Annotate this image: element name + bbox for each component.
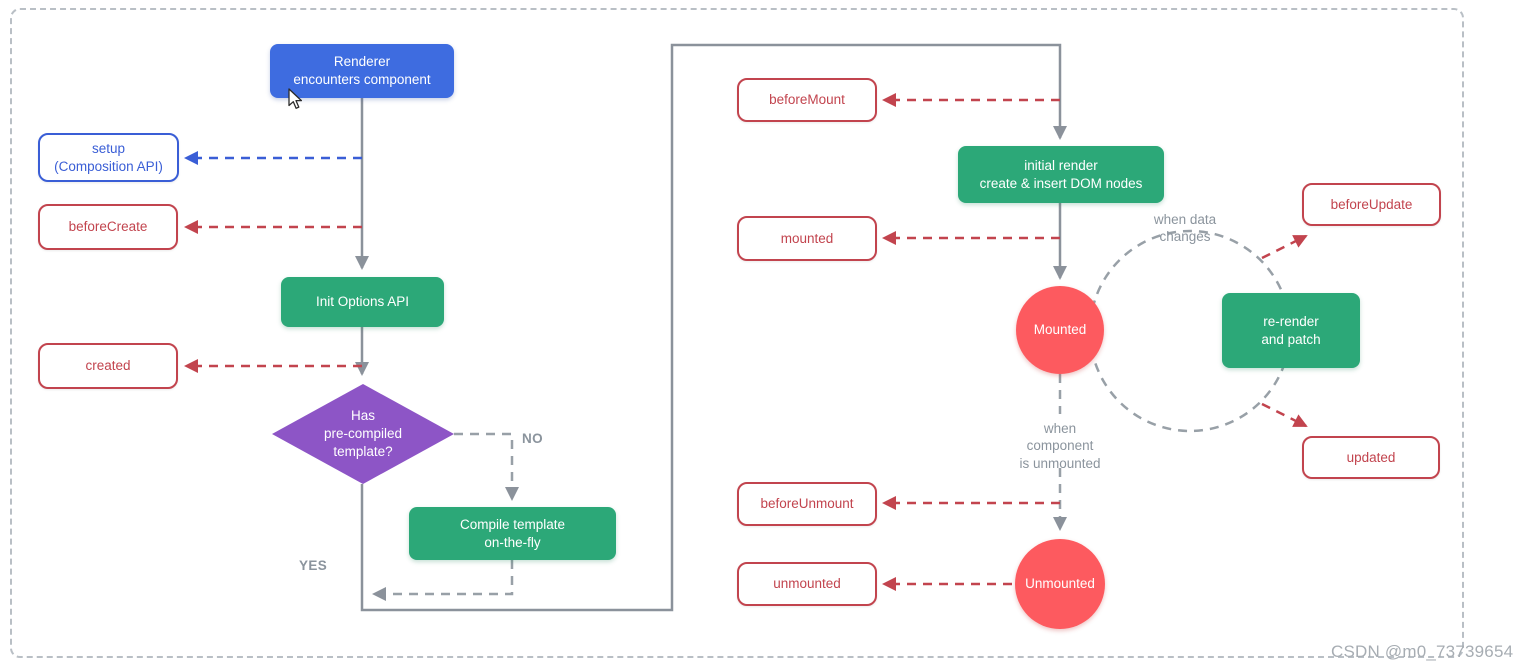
mounted-state-circle: Mounted: [1016, 286, 1104, 374]
no-branch-label: NO: [522, 431, 544, 446]
unmounted-state-circle: Unmounted: [1015, 539, 1105, 629]
mounted-hook-node: mounted: [737, 216, 877, 261]
setup-hook-node: setup (Composition API): [38, 133, 179, 182]
renderer-node: Renderer encounters component: [270, 44, 454, 98]
mouse-cursor-icon: [288, 88, 303, 109]
init-options-api-node: Init Options API: [281, 277, 444, 327]
re-render-patch-node: re-render and patch: [1222, 293, 1360, 368]
created-hook-node: created: [38, 343, 178, 389]
when-component-unmounted-label: when component is unmounted: [1019, 421, 1101, 471]
unmounted-hook-node: unmounted: [737, 562, 877, 606]
before-mount-hook-node: beforeMount: [737, 78, 877, 122]
when-data-changes-label: when data changes: [1153, 212, 1217, 245]
before-update-hook-node: beforeUpdate: [1302, 183, 1441, 226]
yes-branch-label: YES: [299, 558, 328, 573]
compile-template-node: Compile template on-the-fly: [409, 507, 616, 560]
dashed-page-border: [10, 8, 1464, 658]
before-create-hook-node: beforeCreate: [38, 204, 178, 250]
before-unmount-hook-node: beforeUnmount: [737, 482, 877, 526]
csdn-watermark: CSDN @m0_73739654: [1331, 642, 1514, 661]
initial-render-node: initial render create & insert DOM nodes: [958, 146, 1164, 203]
updated-hook-node: updated: [1302, 436, 1440, 479]
